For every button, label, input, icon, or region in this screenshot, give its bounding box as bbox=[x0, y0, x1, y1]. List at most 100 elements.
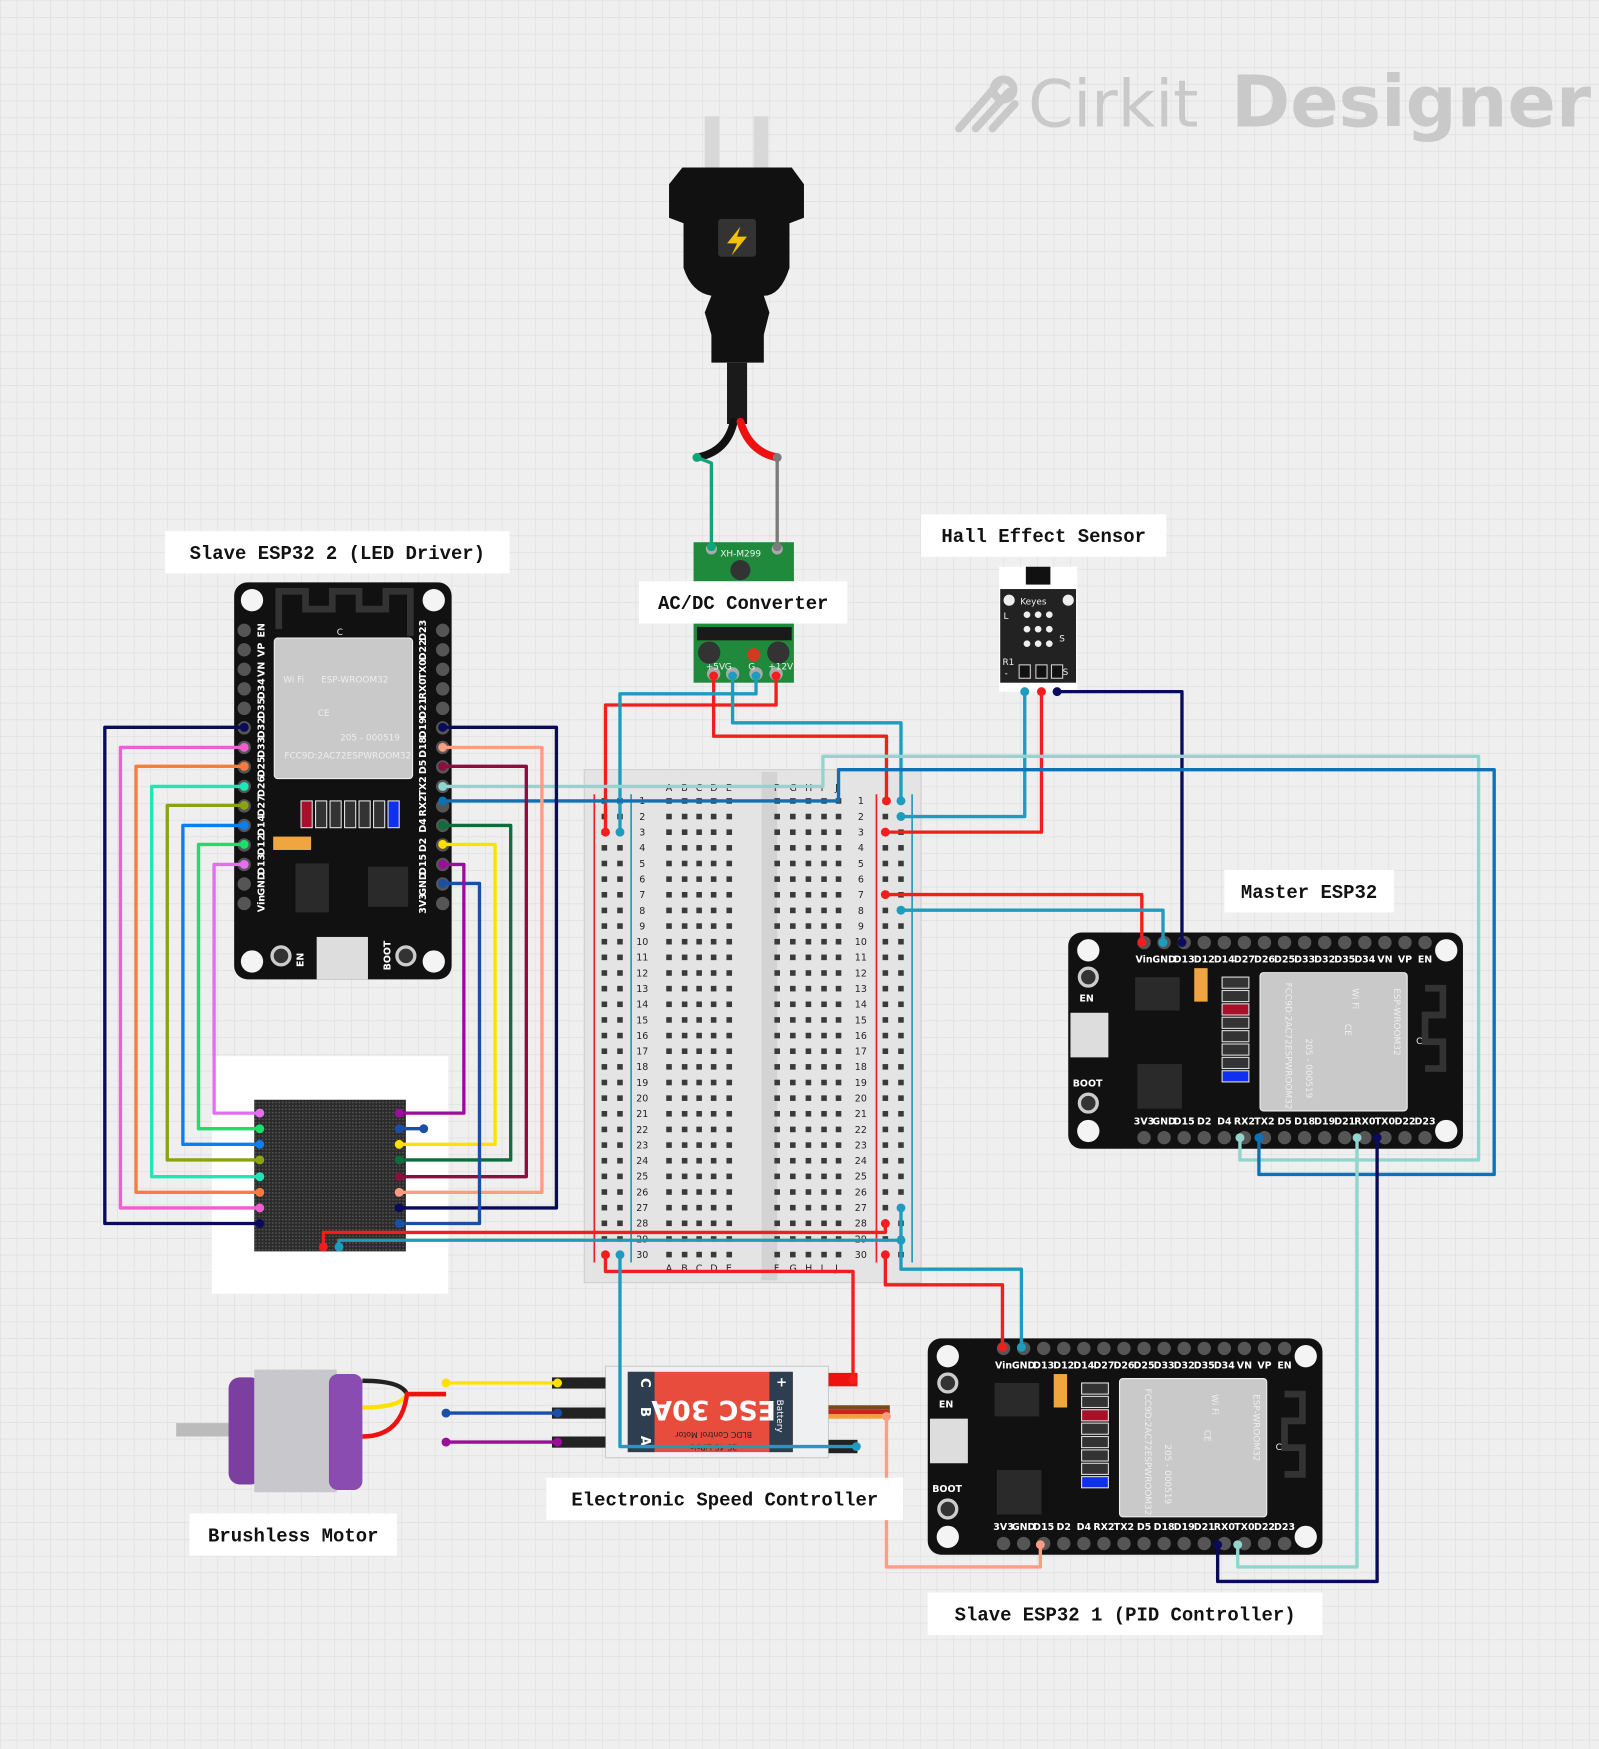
breadboard-hole[interactable] bbox=[805, 845, 812, 851]
wire-endpoint[interactable] bbox=[1177, 938, 1187, 947]
esp32-pin[interactable] bbox=[237, 623, 251, 637]
breadboard-hole[interactable] bbox=[774, 876, 780, 882]
breadboard-hole[interactable] bbox=[835, 1001, 842, 1008]
wire-endpoint[interactable] bbox=[438, 820, 448, 830]
breadboard-hole[interactable] bbox=[710, 1157, 717, 1164]
esp32-pin[interactable] bbox=[1277, 935, 1292, 950]
breadboard-hole[interactable] bbox=[805, 1095, 812, 1101]
wire-endpoint[interactable] bbox=[997, 1342, 1007, 1352]
wire-endpoint[interactable] bbox=[239, 761, 249, 771]
wire-olive[interactable] bbox=[165, 803, 260, 1162]
breadboard-hole[interactable] bbox=[726, 954, 733, 961]
breadboard-hole[interactable] bbox=[617, 860, 623, 867]
breadboard-hole[interactable] bbox=[666, 985, 672, 992]
breadboard-hole[interactable] bbox=[882, 1204, 889, 1211]
wire-endpoint[interactable] bbox=[851, 1442, 861, 1451]
breadboard-hole[interactable] bbox=[821, 954, 827, 961]
esp32-pin[interactable] bbox=[1117, 1536, 1131, 1551]
breadboard-hole[interactable] bbox=[835, 1189, 842, 1195]
breadboard-hole[interactable] bbox=[790, 1157, 796, 1164]
breadboard-hole[interactable] bbox=[617, 923, 623, 929]
breadboard-hole[interactable] bbox=[696, 1001, 702, 1008]
breadboard-hole[interactable] bbox=[601, 938, 608, 945]
wire-endpoint[interactable] bbox=[255, 1139, 265, 1149]
breadboard-hole[interactable] bbox=[774, 829, 780, 835]
breadboard-hole[interactable] bbox=[601, 845, 608, 851]
breadboard-hole[interactable] bbox=[805, 954, 812, 961]
breadboard-hole[interactable] bbox=[835, 829, 842, 835]
breadboard-hole[interactable] bbox=[726, 1064, 733, 1070]
wire-endpoint[interactable] bbox=[438, 722, 448, 732]
wire-red[interactable] bbox=[885, 691, 1044, 834]
wire-maroon[interactable] bbox=[399, 764, 528, 1179]
wire-endpoint[interactable] bbox=[553, 1437, 562, 1447]
esp32-pin[interactable] bbox=[1117, 1341, 1131, 1356]
breadboard-hole[interactable] bbox=[617, 1173, 623, 1180]
breadboard-hole[interactable] bbox=[696, 1220, 702, 1227]
breadboard-hole[interactable] bbox=[790, 1017, 796, 1023]
wire-plugGreen[interactable] bbox=[696, 455, 714, 547]
breadboard-hole[interactable] bbox=[710, 813, 717, 820]
breadboard-hole[interactable] bbox=[681, 1251, 688, 1258]
breadboard-hole[interactable] bbox=[666, 970, 672, 976]
esp32-pin[interactable] bbox=[1318, 1130, 1332, 1145]
breadboard-hole[interactable] bbox=[835, 876, 842, 882]
breadboard-hole[interactable] bbox=[835, 1111, 842, 1117]
esp32-pin[interactable] bbox=[1097, 1341, 1111, 1356]
breadboard-hole[interactable] bbox=[774, 813, 780, 820]
breadboard-hole[interactable] bbox=[882, 1126, 889, 1133]
wire-endpoint[interactable] bbox=[438, 796, 448, 806]
breadboard-hole[interactable] bbox=[601, 1095, 608, 1101]
breadboard-hole[interactable] bbox=[726, 860, 733, 867]
breadboard-hole[interactable] bbox=[898, 1157, 904, 1164]
breadboard-hole[interactable] bbox=[790, 845, 796, 851]
breadboard-hole[interactable] bbox=[710, 1111, 717, 1117]
esp32-pin[interactable] bbox=[1137, 1130, 1151, 1145]
esp32-pin[interactable] bbox=[1338, 1130, 1352, 1145]
breadboard-hole[interactable] bbox=[666, 1126, 672, 1133]
wire-endpoint[interactable] bbox=[255, 1108, 265, 1118]
wire-endpoint[interactable] bbox=[239, 781, 249, 791]
wire-endpoint[interactable] bbox=[1235, 1133, 1245, 1143]
breadboard-hole[interactable] bbox=[790, 970, 796, 976]
wire-endpoint[interactable] bbox=[772, 542, 782, 552]
breadboard-hole[interactable] bbox=[601, 954, 608, 961]
breadboard-hole[interactable] bbox=[710, 1126, 717, 1133]
breadboard-hole[interactable] bbox=[696, 1142, 702, 1148]
breadboard-hole[interactable] bbox=[710, 860, 717, 867]
breadboard-hole[interactable] bbox=[681, 1142, 688, 1148]
breadboard-hole[interactable] bbox=[601, 1001, 608, 1008]
breadboard-hole[interactable] bbox=[774, 1173, 780, 1180]
breadboard-hole[interactable] bbox=[774, 1001, 780, 1008]
wire-endpoint[interactable] bbox=[394, 1203, 404, 1213]
wire-blue[interactable] bbox=[442, 768, 1496, 1177]
breadboard-hole[interactable] bbox=[882, 813, 889, 820]
breadboard-hole[interactable] bbox=[666, 829, 672, 835]
en-button[interactable] bbox=[270, 945, 292, 967]
breadboard-hole[interactable] bbox=[666, 907, 672, 914]
breadboard-hole[interactable] bbox=[617, 1189, 623, 1195]
breadboard-hole[interactable] bbox=[681, 923, 688, 929]
esp32-pin[interactable] bbox=[1257, 1536, 1272, 1551]
breadboard-hole[interactable] bbox=[774, 1189, 780, 1195]
wire-endpoint[interactable] bbox=[1016, 1342, 1026, 1352]
wire-purple[interactable] bbox=[399, 862, 466, 1115]
breadboard-hole[interactable] bbox=[726, 938, 733, 945]
breadboard-hole[interactable] bbox=[726, 813, 733, 820]
breadboard-hole[interactable] bbox=[696, 1173, 702, 1180]
breadboard-hole[interactable] bbox=[710, 954, 717, 961]
wire-teal[interactable] bbox=[900, 691, 1027, 819]
wire-endpoint[interactable] bbox=[615, 1250, 625, 1260]
breadboard-hole[interactable] bbox=[601, 1079, 608, 1086]
breadboard-hole[interactable] bbox=[681, 938, 688, 945]
breadboard-hole[interactable] bbox=[805, 1048, 812, 1055]
esp32-pin[interactable] bbox=[435, 682, 450, 696]
breadboard-hole[interactable] bbox=[617, 1220, 623, 1227]
breadboard-hole[interactable] bbox=[726, 1189, 733, 1195]
breadboard-hole[interactable] bbox=[601, 1048, 608, 1055]
wire-orange[interactable] bbox=[134, 764, 260, 1194]
breadboard-hole[interactable] bbox=[774, 1251, 780, 1258]
breadboard-hole[interactable] bbox=[666, 1251, 672, 1258]
breadboard-hole[interactable] bbox=[726, 1142, 733, 1148]
wire-darkgreen[interactable] bbox=[399, 823, 513, 1162]
